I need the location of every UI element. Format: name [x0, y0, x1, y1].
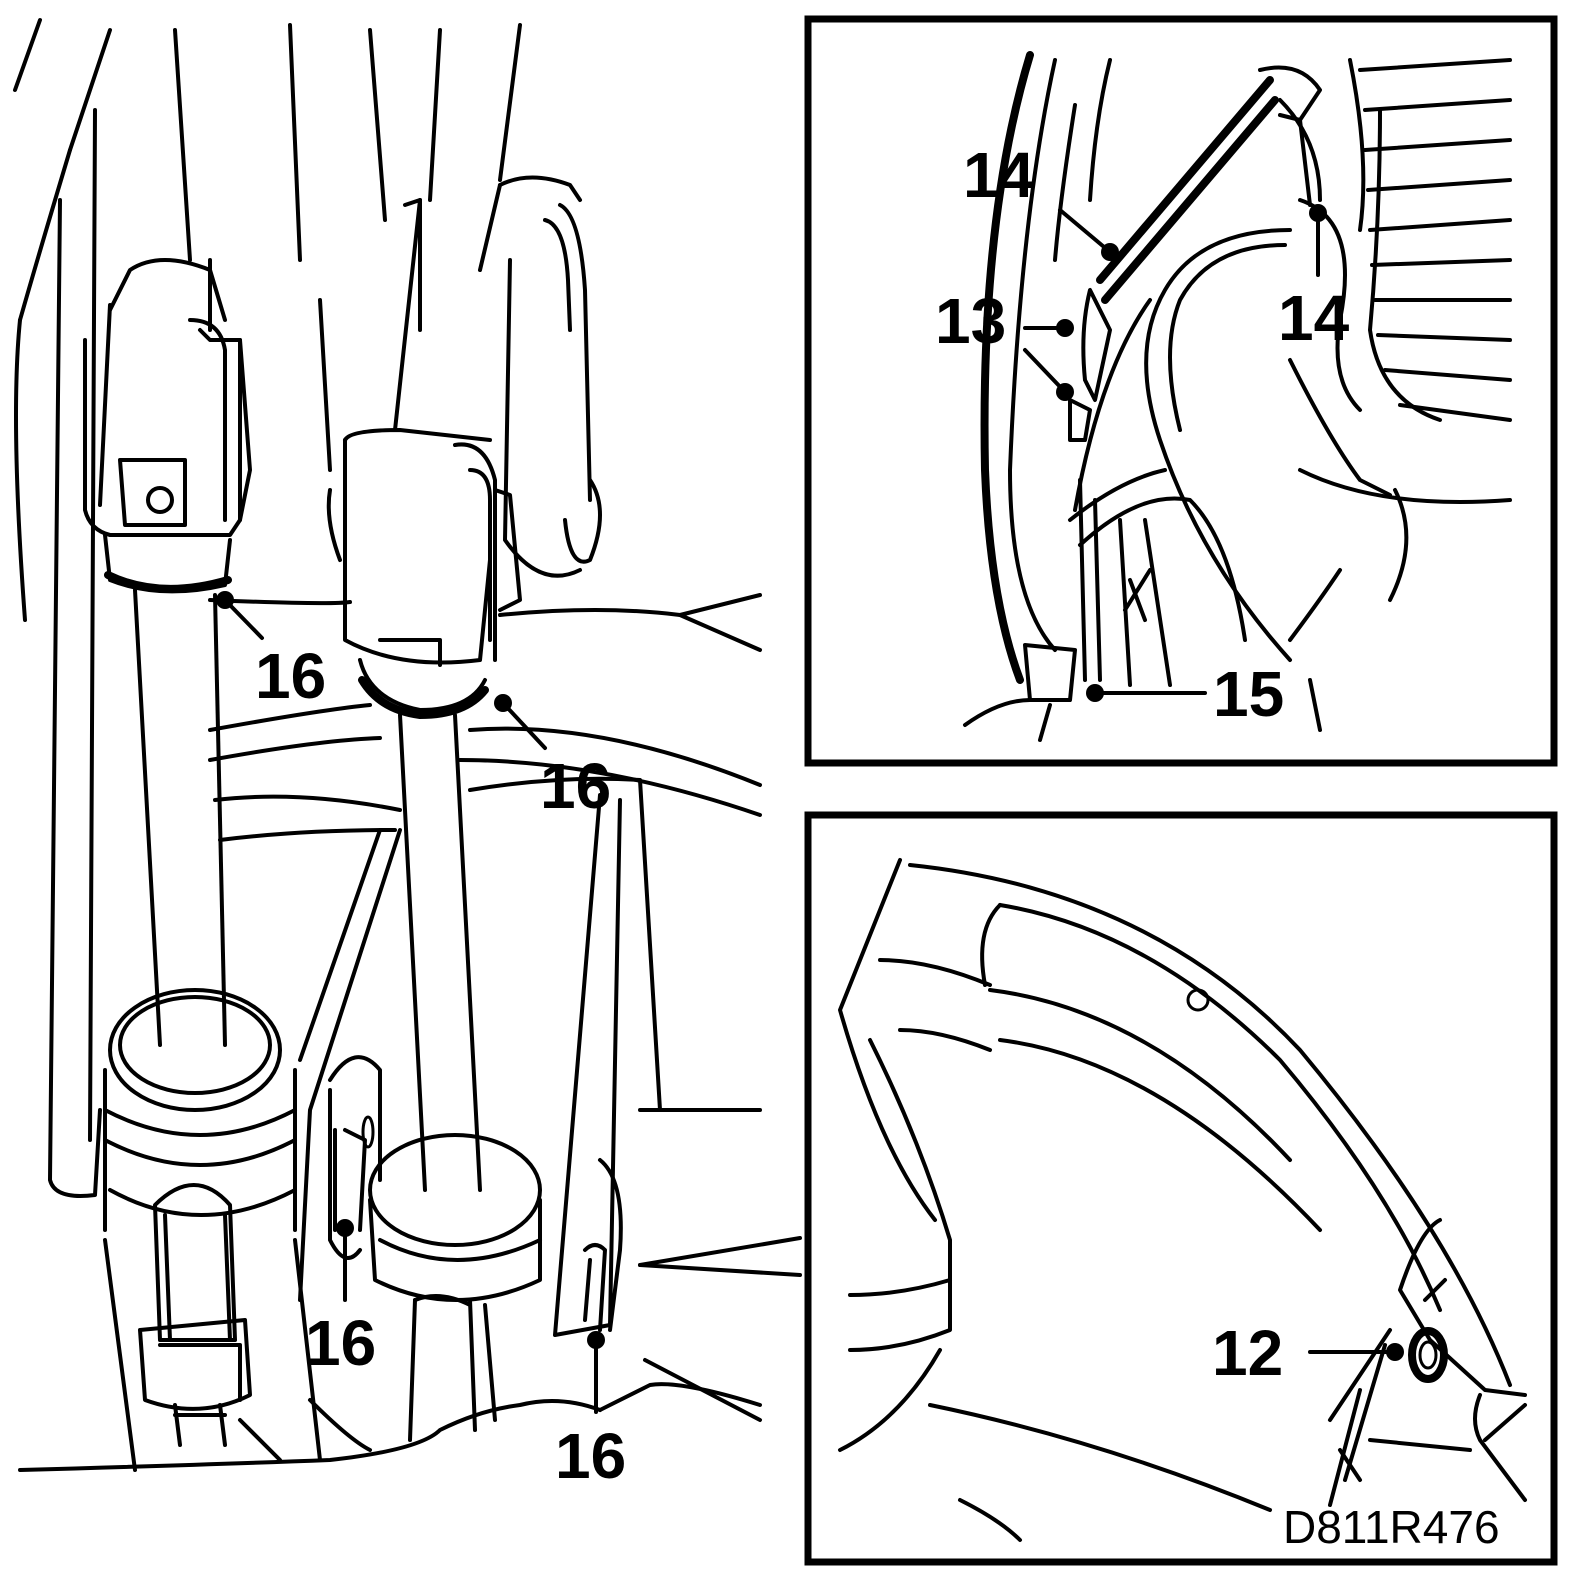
callout-13: 13 [935, 285, 1074, 401]
callout-16-lower-center: 16 [305, 1219, 376, 1379]
callout-14-right: 14 [1278, 204, 1350, 354]
callout-15: 15 [1086, 658, 1284, 730]
top-detail-panel [804, 15, 1558, 767]
callout-label: 14 [1278, 282, 1350, 354]
callout-label: 16 [540, 750, 611, 822]
callout-16-upper-center: 16 [494, 694, 611, 822]
callout-label: 16 [555, 1420, 626, 1492]
callout-label: 15 [1213, 658, 1284, 730]
drawing-reference-code: D811R476 [1283, 1501, 1500, 1553]
bottom-detail-panel [804, 811, 1558, 1566]
callout-label: 16 [305, 1307, 376, 1379]
callout-14-left: 14 [963, 139, 1119, 261]
callout-label: 12 [1212, 1317, 1283, 1389]
callout-16-upper-left: 16 [216, 591, 326, 712]
callout-label: 16 [255, 640, 326, 712]
main-view [13, 18, 802, 1472]
callout-16-lower-right: 16 [555, 1331, 626, 1492]
callout-label: 13 [935, 285, 1006, 357]
callout-label: 14 [963, 139, 1035, 211]
callout-12: 12 [1212, 1317, 1404, 1389]
